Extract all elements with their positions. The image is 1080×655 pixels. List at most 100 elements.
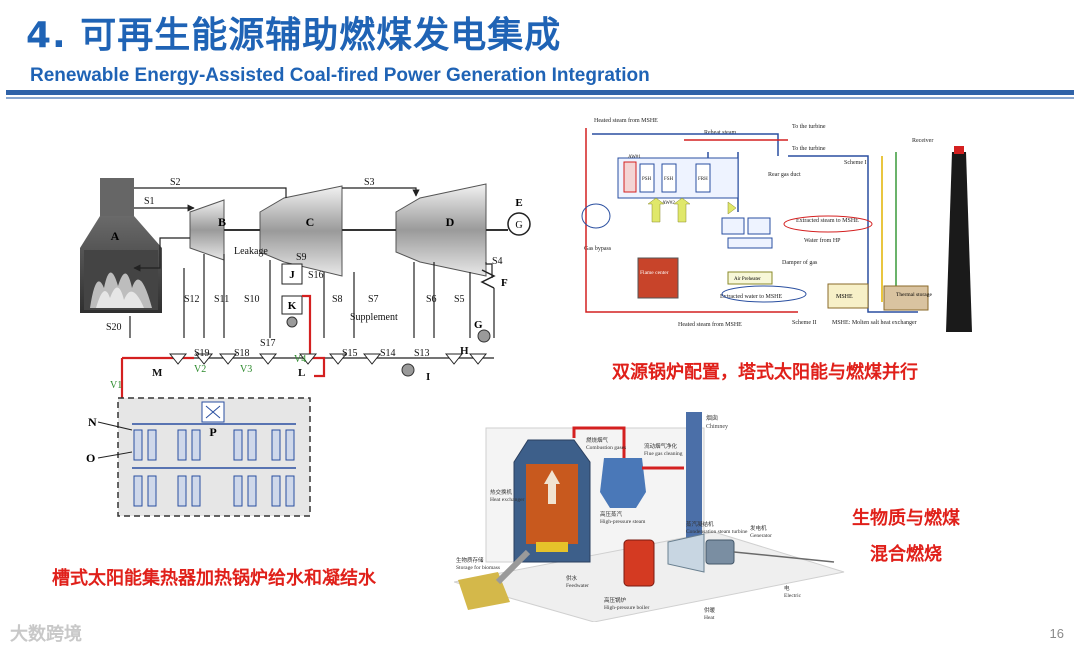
svg-text:Chimney: Chimney — [706, 424, 728, 430]
svg-text:S6: S6 — [426, 294, 437, 305]
page-subtitle: Renewable Energy-Assisted Coal-fired Pow… — [30, 65, 650, 86]
svg-text:供水: 供水 — [566, 574, 578, 582]
svg-text:G: G — [474, 319, 483, 331]
heater-j — [281, 263, 303, 285]
svg-text:Combustion gases: Combustion gases — [586, 445, 626, 451]
svg-text:Heat exchanger: Heat exchanger — [490, 497, 525, 503]
svg-text:S16: S16 — [308, 270, 324, 281]
svg-text:S20: S20 — [106, 322, 122, 333]
svg-text:S2: S2 — [170, 177, 181, 188]
boiler-a: A — [80, 178, 162, 313]
svg-text:Feedwater: Feedwater — [566, 583, 589, 589]
svg-text:Gas bypass: Gas bypass — [584, 246, 612, 252]
svg-text:FRH: FRH — [698, 177, 708, 182]
svg-text:Receiver: Receiver — [912, 138, 933, 144]
svg-text:AW#1: AW#1 — [628, 155, 641, 160]
svg-text:Water from HP: Water from HP — [804, 237, 841, 244]
caption-trough: 槽式太阳能集热器加热锅炉给水和凝结水 — [52, 568, 376, 589]
dual-source-boiler-diagram: Heated steam from MSHE Reheat steam To t… — [578, 112, 982, 334]
svg-text:Rear gas duct: Rear gas duct — [768, 172, 801, 178]
svg-text:O: O — [86, 451, 95, 465]
svg-text:AW#2: AW#2 — [662, 201, 675, 206]
page-title: 4. 可再生能源辅助燃煤发电集成 — [26, 15, 562, 56]
svg-text:V3: V3 — [240, 364, 252, 375]
svg-text:L: L — [298, 367, 305, 379]
watermark-logo: 大数跨境 — [10, 620, 82, 646]
turbine-d: D — [395, 183, 487, 277]
caption-biomass-2: 混合燃烧 — [870, 544, 942, 565]
svg-text:Scheme I: Scheme I — [844, 160, 867, 166]
svg-text:流动烟气净化: 流动烟气净化 — [644, 442, 678, 450]
svg-text:S8: S8 — [332, 294, 343, 305]
svg-text:蒸汽凝结机: 蒸汽凝结机 — [686, 520, 714, 528]
svg-text:V1: V1 — [110, 380, 122, 391]
turbine-c: C — [259, 185, 343, 277]
caption-biomass-1: 生物质与燃煤 — [852, 508, 960, 529]
svg-text:Heated steam from MSHE: Heated steam from MSHE — [678, 321, 742, 328]
svg-text:Heat: Heat — [704, 615, 715, 621]
svg-text:P: P — [209, 425, 216, 439]
svg-text:B: B — [218, 215, 226, 229]
page-number: 16 — [1049, 626, 1064, 641]
trough-solar-schematic: A B C D G E — [80, 177, 531, 517]
svg-text:S15: S15 — [342, 348, 358, 359]
svg-text:热交换机: 热交换机 — [490, 488, 513, 496]
svg-text:F: F — [501, 277, 508, 289]
svg-text:Reheat steam: Reheat steam — [704, 130, 736, 136]
svg-text:烟囱: 烟囱 — [706, 414, 718, 422]
svg-text:Scheme II: Scheme II — [792, 320, 817, 326]
svg-text:S13: S13 — [414, 348, 430, 359]
svg-text:S7: S7 — [368, 294, 379, 305]
svg-text:J: J — [289, 269, 295, 281]
svg-text:Extracted water to MSHE: Extracted water to MSHE — [720, 294, 782, 300]
svg-text:Extracted steam to MSHE: Extracted steam to MSHE — [796, 218, 859, 224]
svg-text:Electric: Electric — [784, 593, 802, 599]
svg-text:Damper of gas: Damper of gas — [782, 259, 818, 266]
svg-text:S1: S1 — [144, 196, 155, 207]
svg-text:S5: S5 — [454, 294, 465, 305]
svg-text:MSHE: MSHE — [836, 294, 853, 300]
svg-text:I: I — [426, 371, 430, 383]
svg-text:Thermal storage: Thermal storage — [896, 292, 932, 298]
svg-text:高压蒸汽: 高压蒸汽 — [600, 510, 623, 518]
svg-text:Heated steam from MSHE: Heated steam from MSHE — [594, 117, 658, 124]
svg-text:S4: S4 — [492, 256, 503, 267]
solar-field: P N O — [86, 397, 311, 517]
svg-text:PSH: PSH — [642, 177, 652, 182]
svg-text:S14: S14 — [380, 348, 396, 359]
svg-text:H: H — [460, 345, 469, 357]
svg-text:High-pressure steam: High-pressure steam — [600, 519, 646, 525]
svg-text:Leakage: Leakage — [234, 246, 268, 257]
svg-text:G: G — [515, 220, 522, 231]
svg-text:S9: S9 — [296, 252, 307, 263]
svg-text:发电机: 发电机 — [750, 524, 767, 532]
svg-text:Flame center: Flame center — [640, 270, 669, 276]
turbine-b: B — [189, 199, 226, 261]
watermark-text: 大数跨境 — [10, 624, 82, 645]
label-a: A — [111, 229, 120, 243]
svg-text:S12: S12 — [184, 294, 200, 305]
svg-text:Supplement: Supplement — [350, 312, 398, 323]
svg-text:C: C — [306, 215, 315, 229]
svg-text:Generator: Generator — [750, 533, 772, 539]
svg-text:E: E — [515, 197, 522, 209]
svg-text:高压锅炉: 高压锅炉 — [604, 596, 627, 604]
svg-text:生物质存储: 生物质存储 — [456, 556, 484, 564]
svg-text:K: K — [288, 300, 297, 312]
svg-text:S19: S19 — [194, 348, 210, 359]
svg-text:S11: S11 — [214, 294, 229, 305]
svg-text:电: 电 — [784, 584, 790, 592]
svg-text:To the turbine: To the turbine — [792, 146, 826, 152]
svg-text:S17: S17 — [260, 338, 276, 349]
svg-text:N: N — [88, 415, 97, 429]
svg-text:燃烧烟气: 燃烧烟气 — [586, 436, 609, 444]
svg-text:V2: V2 — [194, 364, 206, 375]
svg-text:Condensation steam turbine: Condensation steam turbine — [686, 529, 748, 535]
svg-text:MSHE: Molten salt heat exchang: MSHE: Molten salt heat exchanger — [832, 320, 917, 326]
title-rule-thin — [6, 97, 1074, 99]
generator-e: G E — [507, 197, 531, 236]
title-rule — [6, 90, 1074, 95]
svg-text:To the turbine: To the turbine — [792, 124, 826, 130]
svg-text:S18: S18 — [234, 348, 250, 359]
svg-text:FSH: FSH — [664, 177, 674, 182]
